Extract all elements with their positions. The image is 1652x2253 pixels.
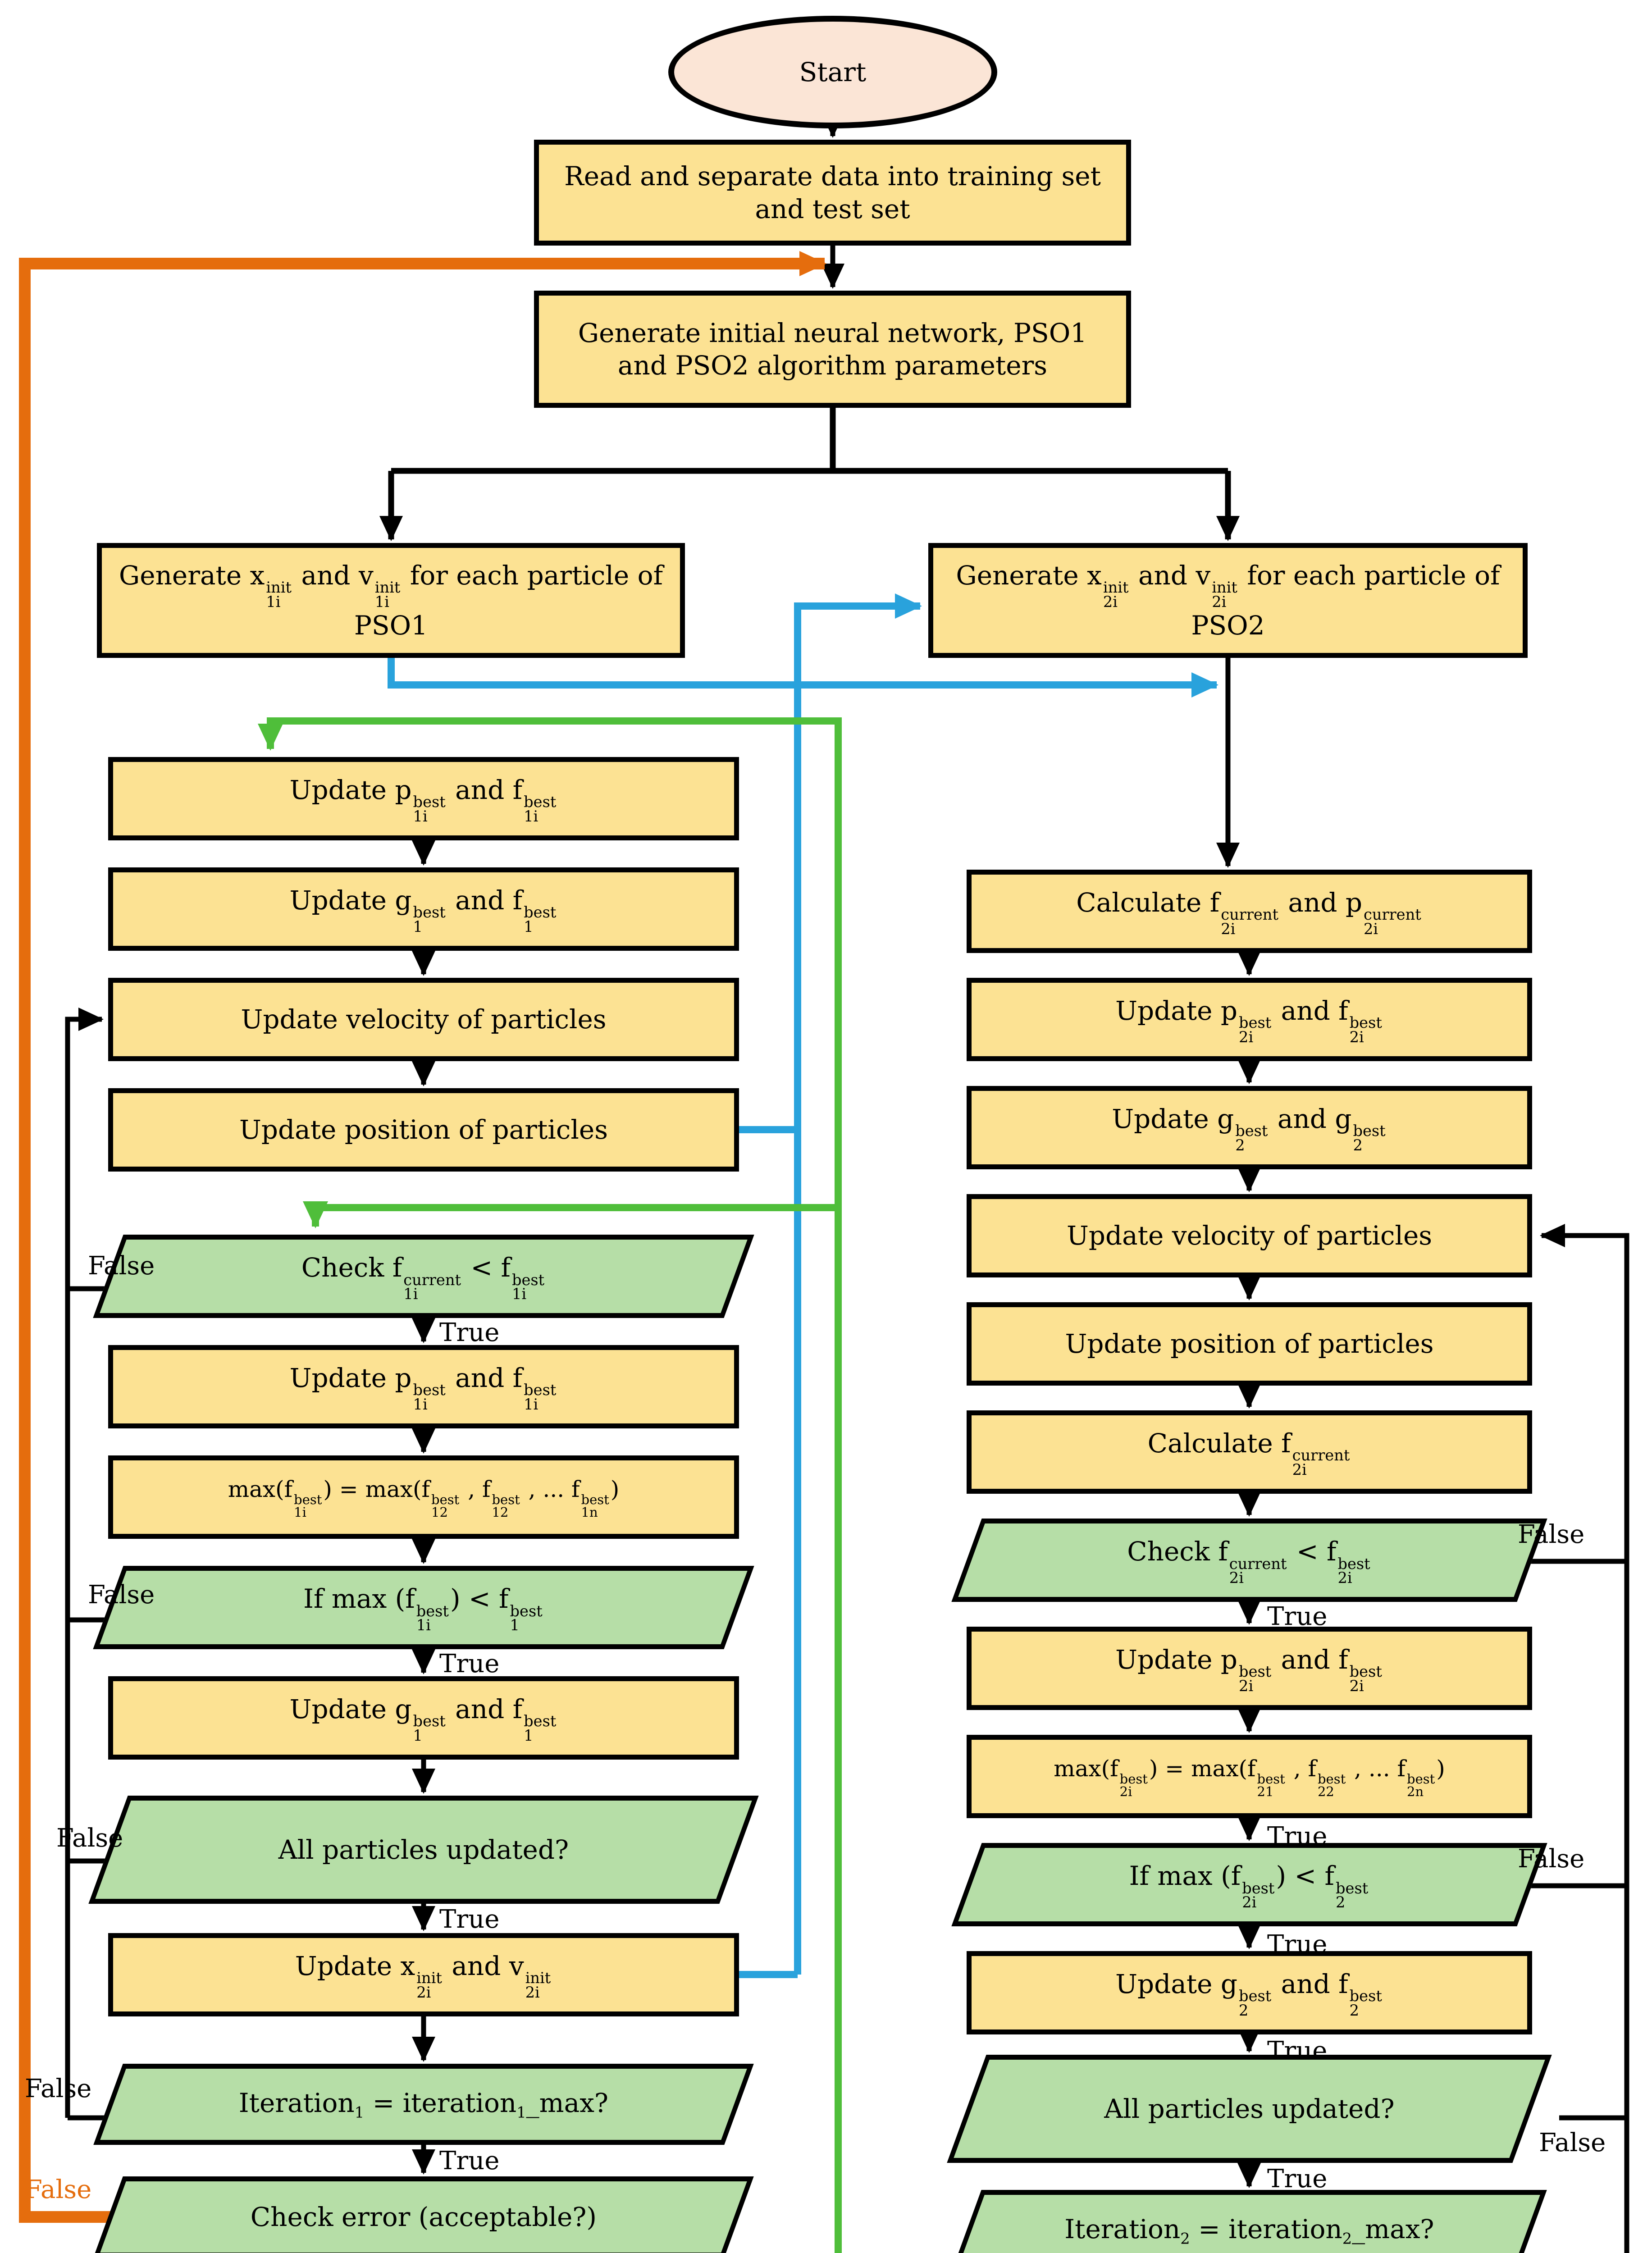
rail-right-up <box>1540 1224 1629 2253</box>
process-update-position-pso2: Update position of particles <box>967 1302 1532 1386</box>
decision-all-particles-pso1: All particles updated? <box>88 1796 759 1904</box>
rail-right-feeders <box>1483 1559 1627 2121</box>
process-generate-initial: Generate initial neural network, PSO1 an… <box>534 291 1131 408</box>
start-label: Start <box>799 56 867 87</box>
process-update-position-pso1: Update position of particles <box>108 1088 739 1172</box>
edge-green-main-loop <box>258 717 842 2253</box>
edge-blue-to-gen2 <box>794 593 922 1975</box>
edge-blue-gen1-merge <box>388 658 1218 698</box>
label-false-allupd1: False <box>56 1824 123 1853</box>
process-update-velocity-pso1: Update velocity of particles <box>108 978 739 1061</box>
edge-orange-false-loop <box>19 251 826 2223</box>
label-false-allupd2: False <box>1539 2128 1606 2157</box>
label-false-ifmax2: False <box>1518 1844 1585 1874</box>
label-true-allupd2: True <box>1267 2164 1328 2194</box>
rail-left-up <box>65 1008 104 2118</box>
label-true-checkf2i: True <box>1267 1602 1328 1631</box>
label-true-checkf1i: True <box>439 1318 500 1347</box>
label-false-checkf2i: False <box>1518 1520 1585 1549</box>
edge-init-split <box>391 408 1228 474</box>
label-true-max2: True <box>1267 1822 1328 1851</box>
label-true-allupd1: True <box>439 1905 500 1934</box>
edge-blue-feeders <box>739 1126 798 1978</box>
label-false-ifmax1: False <box>88 1580 155 1610</box>
process-update-velocity-pso2: Update velocity of particles <box>967 1194 1532 1277</box>
label-false-iter1: False <box>25 2074 92 2103</box>
decision-all-particles-pso2: All particles updated? <box>947 2055 1552 2163</box>
process-read-data: Read and separate data into training set… <box>534 140 1131 246</box>
label-false-checkerr-orange: False <box>25 2175 92 2204</box>
decision-check-error: Check error (acceptable?) <box>93 2176 754 2253</box>
edge-green-branch-checkf1i <box>303 1201 838 1228</box>
label-true-iter1: True <box>439 2146 500 2175</box>
decision-iteration2-max: Iteration2 = iteration2_max? <box>952 2190 1547 2253</box>
decision-iteration1-max: Iteration1 = iteration1_max? <box>93 2064 754 2145</box>
label-true-g2b: True <box>1267 2036 1328 2066</box>
label-true-ifmax2: True <box>1267 1930 1328 1959</box>
start-terminal: Start <box>668 16 997 128</box>
label-false-checkf1i: False <box>88 1251 155 1281</box>
label-true-ifmax1: True <box>439 1649 500 1678</box>
